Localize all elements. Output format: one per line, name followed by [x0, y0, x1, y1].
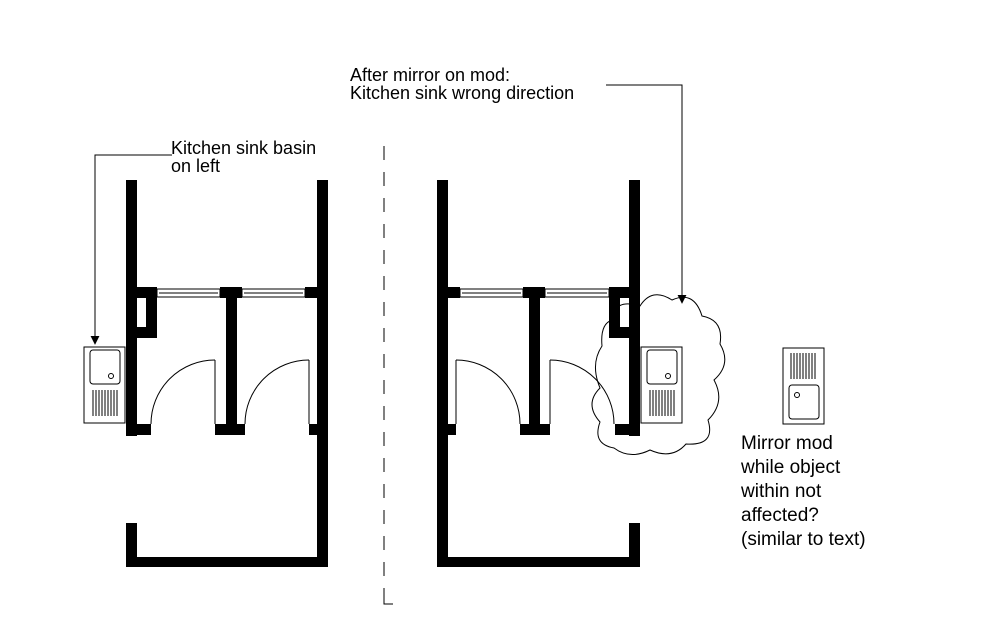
windows-left — [156, 288, 306, 298]
sink-left — [83, 346, 126, 424]
kitchen-sink-icon — [92, 389, 118, 417]
note-left-line-2: on left — [171, 156, 221, 176]
leader-right — [606, 84, 687, 304]
note-top-line-1: After mirror on mod: — [350, 65, 511, 85]
note-right-line-5: (similar to text) — [741, 529, 866, 550]
note-top-line-2: Kitchen sink wrong direction — [350, 83, 575, 103]
leader-left — [90, 154, 172, 345]
floor-plan-left — [83, 154, 328, 567]
note-right-line-3: within not — [741, 481, 822, 502]
note-left: Kitchen sink basin on left — [171, 139, 316, 175]
note-left-line-1: Kitchen sink basin — [171, 138, 317, 158]
mirror-axis — [383, 146, 393, 605]
note-right-line-4: affected? — [741, 505, 819, 526]
doors-left — [150, 359, 310, 425]
walls-right — [437, 180, 640, 567]
note-right-line-2: while object — [741, 457, 841, 478]
note-right: Mirror mod while object within not affec… — [741, 432, 866, 552]
note-right-line-1: Mirror mod — [741, 433, 833, 454]
revision-cloud-icon — [591, 294, 726, 455]
floor-plan-right — [437, 84, 726, 567]
kitchen-sink-icon — [790, 352, 816, 380]
kitchen-sink-icon — [649, 389, 675, 417]
doors-right — [455, 359, 615, 425]
walls-left — [126, 180, 328, 567]
sink-proposed — [782, 347, 825, 425]
windows-right — [459, 288, 610, 298]
note-top: After mirror on mod: Kitchen sink wrong … — [350, 66, 574, 102]
sink-mirrored — [640, 346, 683, 424]
